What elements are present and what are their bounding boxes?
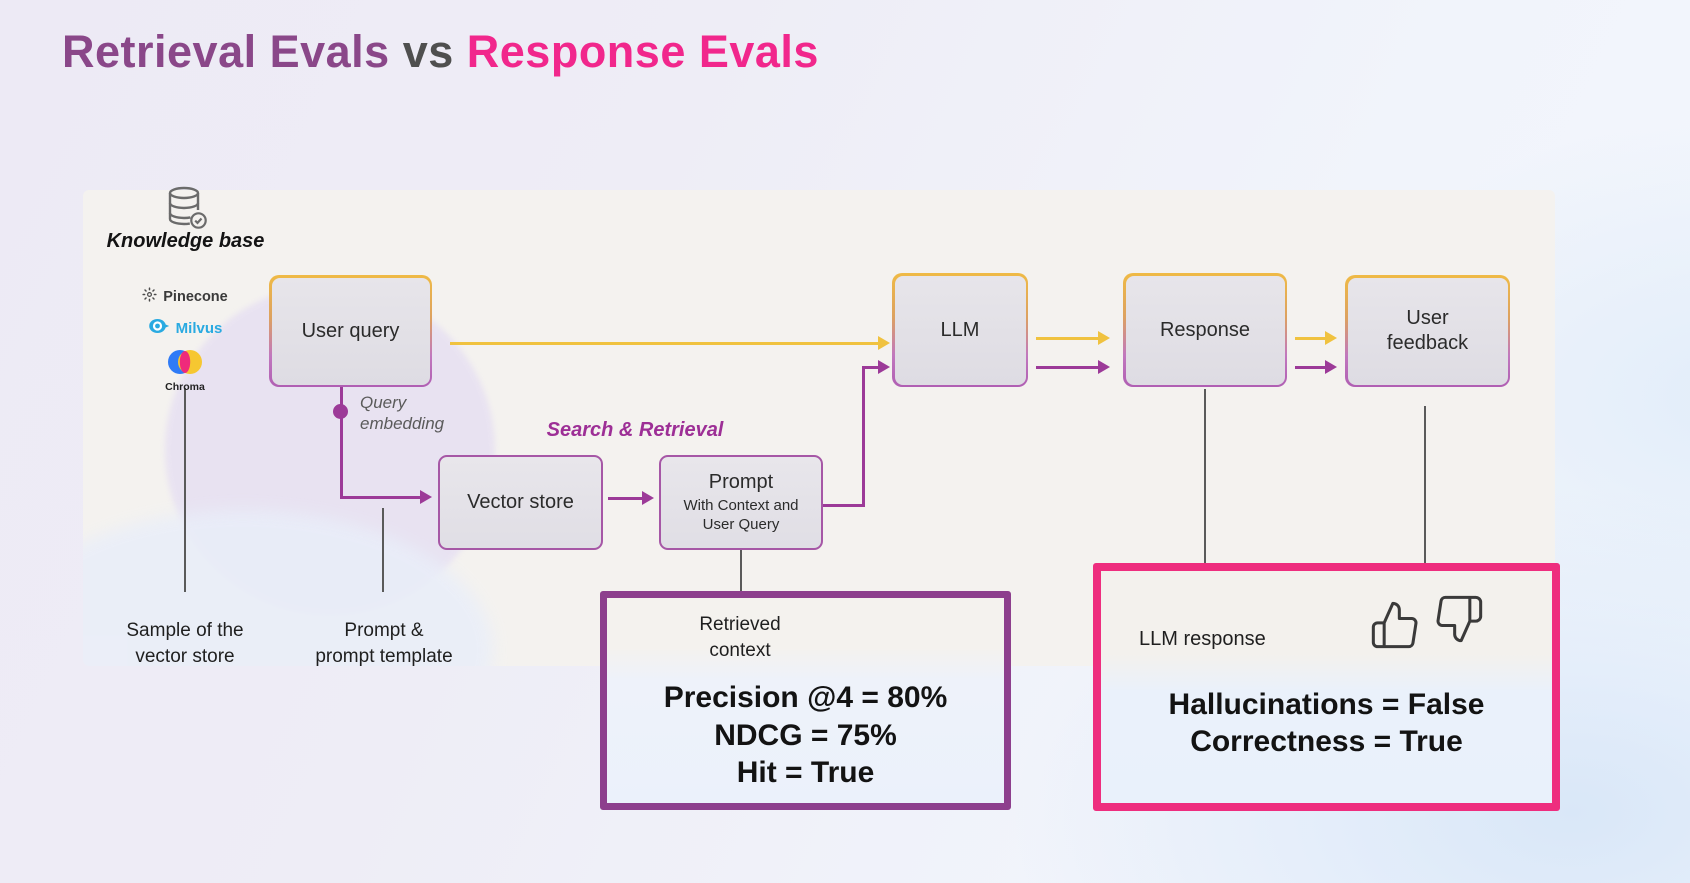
metric-precision: Precision @4 = 80% bbox=[663, 681, 948, 715]
feedback-icons bbox=[1369, 595, 1485, 656]
llm-label: LLM bbox=[940, 318, 980, 341]
arrowhead-vectorstore-to-prompt bbox=[642, 491, 654, 505]
node-user-query: User query bbox=[269, 275, 432, 387]
arrowhead-response-to-feedback-purple bbox=[1325, 360, 1337, 374]
node-llm: LLM bbox=[892, 273, 1028, 387]
arrowhead-llm-to-response-purple bbox=[1098, 360, 1110, 374]
dropline-llm-response bbox=[1204, 389, 1206, 563]
prompt-and-template-label: Prompt & prompt template bbox=[315, 620, 453, 667]
flow-line-prompt-out bbox=[823, 504, 865, 507]
user-feedback-label: User feedback bbox=[1386, 307, 1469, 354]
flow-line-prompt-up bbox=[862, 366, 865, 507]
query-embedding-node-dot bbox=[333, 404, 348, 419]
arrowhead-to-vector-store bbox=[420, 490, 432, 504]
arrowhead-userquery-to-llm bbox=[878, 336, 890, 350]
vector-store-label: Vector store bbox=[467, 491, 574, 513]
flow-line-vectorstore-to-prompt bbox=[608, 497, 644, 500]
flow-line-userquery-to-llm bbox=[450, 342, 880, 345]
retrieval-evals-box: Retrieved context Precision @4 = 80% NDC… bbox=[600, 591, 1011, 810]
flow-line-llm-to-response-purple bbox=[1036, 366, 1100, 369]
provider-pinecone: Pinecone bbox=[85, 287, 285, 306]
arrowhead-llm-to-response-yellow bbox=[1098, 331, 1110, 345]
title-vs: vs bbox=[402, 26, 454, 77]
response-evals-box: LLM response Hallucinations = False Corr… bbox=[1093, 563, 1560, 811]
metric-ndcg: NDCG = 75% bbox=[714, 718, 897, 752]
chroma-circles-logo bbox=[164, 348, 206, 379]
flow-line-prompt-to-llm bbox=[862, 366, 880, 369]
node-response: Response bbox=[1123, 273, 1287, 387]
arrowhead-response-to-feedback-yellow bbox=[1325, 331, 1337, 345]
dropline-prompt-template bbox=[382, 508, 384, 592]
dropline-retrieved-context bbox=[740, 550, 742, 592]
chroma-label: Chroma bbox=[165, 381, 205, 393]
node-prompt: Prompt With Context and User Query bbox=[659, 455, 823, 550]
query-embedding-label: Query embedding bbox=[360, 393, 445, 434]
retrieved-context-label: Retrieved context bbox=[699, 614, 781, 661]
llm-response-label: LLM response bbox=[1139, 628, 1266, 650]
retrieval-metrics: Precision @4 = 80% NDCG = 75% Hit = True bbox=[607, 679, 1004, 791]
provider-chroma: Chroma bbox=[85, 348, 285, 393]
thumbs-down-icon bbox=[1433, 593, 1485, 650]
title-retrieval-evals: Retrieval Evals bbox=[62, 26, 390, 77]
user-query-label: User query bbox=[301, 319, 400, 342]
search-and-retrieval-label: Search & Retrieval bbox=[546, 419, 724, 441]
metric-hallucinations: Hallucinations = False bbox=[1168, 688, 1485, 721]
prompt-subtitle: With Context and User Query bbox=[683, 497, 799, 533]
prompt-title: Prompt bbox=[708, 471, 774, 494]
knowledge-base-label: Knowledge base bbox=[106, 230, 265, 252]
dropline-user-feedback bbox=[1424, 406, 1426, 563]
flow-line-llm-to-response-yellow bbox=[1036, 337, 1100, 340]
metric-hit: Hit = True bbox=[736, 755, 875, 789]
milvus-label: Milvus bbox=[175, 319, 223, 337]
database-check-icon bbox=[160, 184, 210, 239]
flow-line-query-embedding bbox=[340, 387, 343, 499]
sample-of-vector-store-label: Sample of the vector store bbox=[126, 620, 244, 667]
dropline-knowledge-base bbox=[184, 388, 186, 592]
flow-line-response-to-feedback-yellow bbox=[1295, 337, 1327, 340]
flow-line-to-vector-store bbox=[340, 496, 422, 499]
milvus-eye-icon bbox=[148, 318, 170, 338]
pinecone-gear-icon bbox=[142, 287, 157, 306]
metric-correctness: Correctness = True bbox=[1190, 724, 1463, 758]
flow-line-response-to-feedback-purple bbox=[1295, 366, 1327, 369]
thumbs-up-icon bbox=[1369, 599, 1421, 656]
arrowhead-prompt-to-llm bbox=[878, 360, 890, 374]
response-metrics: Hallucinations = False Correctness = Tru… bbox=[1101, 687, 1552, 760]
node-vector-store: Vector store bbox=[438, 455, 603, 550]
title-response-evals: Response Evals bbox=[466, 26, 819, 77]
pinecone-label: Pinecone bbox=[163, 288, 228, 305]
node-user-feedback: User feedback bbox=[1345, 275, 1510, 387]
diagram-panel bbox=[83, 190, 1555, 666]
provider-milvus: Milvus bbox=[85, 318, 285, 338]
response-label: Response bbox=[1159, 318, 1251, 341]
